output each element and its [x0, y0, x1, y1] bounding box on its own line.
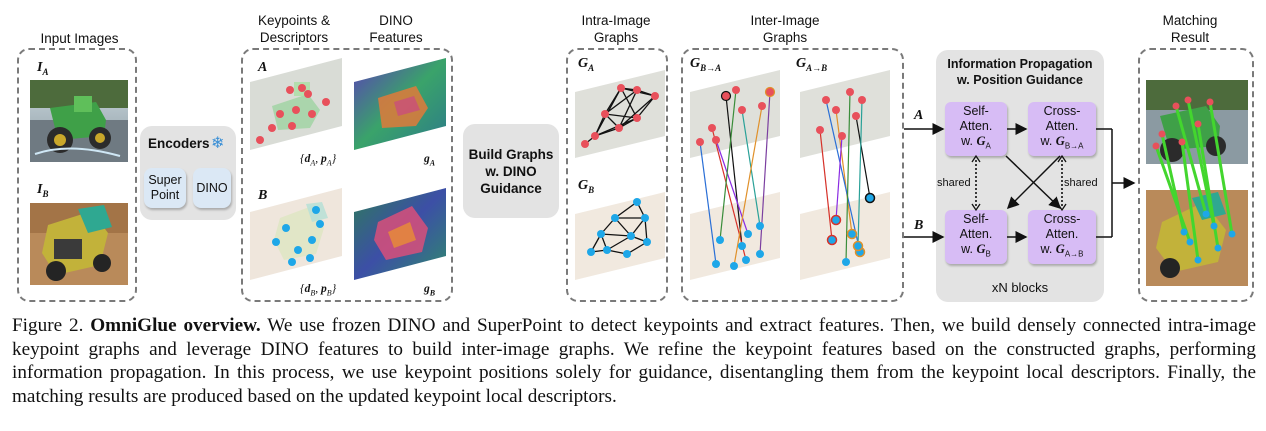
branch-b-label: B [914, 218, 924, 233]
header-keypoints-descriptors: Keypoints & Descriptors [257, 13, 331, 45]
flow-arrows [904, 123, 1136, 243]
caption-prefix: Figure 2. [12, 315, 91, 336]
caption-body: We use frozen DINO and SuperPoint to det… [12, 315, 1257, 407]
header-matching-result: Matching Result [1162, 13, 1218, 45]
cross-attention-a: Cross-Atten.w. GB→A [1028, 102, 1096, 156]
intra-graph-b-label: GB [578, 178, 595, 195]
input-images-group [17, 48, 137, 302]
intra-graph-a-label: GA [578, 56, 595, 73]
inter-graphs-group [681, 48, 904, 302]
superpoint-encoder: Super Point [144, 168, 186, 208]
shared-label-left: shared [937, 177, 971, 189]
input-image-b [30, 203, 128, 285]
intra-graph-b [575, 192, 665, 280]
input-image-a [30, 80, 128, 162]
keypoints-b [272, 206, 324, 266]
inter-graph-b-to-a-label: GB→A [690, 56, 722, 73]
header-dino-features: DINO Features [369, 13, 423, 45]
descriptor-set-b: {dB, pB} [300, 283, 337, 298]
dino-feature-map-a [354, 58, 446, 150]
inter-graph-a-to-b-label: GA→B [796, 56, 828, 73]
matching-result-image [1146, 62, 1248, 286]
header-input-images: Input Images [40, 31, 119, 46]
blocks-label: xN blocks [991, 280, 1049, 295]
kp-a-label: A [258, 60, 268, 75]
build-graphs-panel [463, 124, 559, 218]
encoders-title: Encoders [148, 136, 210, 151]
branch-a-label: A [914, 108, 924, 123]
cross-attention-b: Cross-Atten.w. GA→B [1028, 210, 1096, 264]
intra-graphs-group [566, 48, 668, 302]
image-b-label: IB [37, 182, 49, 199]
build-graphs-label: Build Graphs w. DINO Guidance [468, 147, 554, 196]
figure-caption: Figure 2. OmniGlue overview. We use froz… [12, 314, 1256, 408]
header-inter-image-graphs: Inter-Image Graphs [750, 13, 820, 45]
self-attention-a: Self-Atten.w. GA [945, 102, 1007, 156]
kp-b-label: B [258, 188, 268, 203]
keypoints-image-b [250, 188, 342, 280]
intra-graph-a [575, 70, 665, 158]
keypoints-a [256, 84, 330, 144]
features-group [241, 48, 453, 302]
snowflake-icon: ❄ [211, 135, 225, 152]
dino-feature-map-b [354, 188, 446, 280]
header-intra-image-graphs: Intra-Image Graphs [581, 13, 651, 45]
self-attention-b: Self-Atten.w. GB [945, 210, 1007, 264]
matching-group [1138, 48, 1254, 302]
dino-encoder: DINO [193, 168, 231, 208]
descriptor-set-a: {dA, pA} [300, 153, 337, 168]
inter-graphs [686, 70, 900, 280]
caption-title: OmniGlue overview. [90, 315, 261, 336]
propagation-title: Information Propagation w. Position Guid… [947, 57, 1093, 87]
shared-label-right: shared [1064, 177, 1098, 189]
dino-label-b: gB [424, 283, 436, 298]
dino-label-a: gA [424, 153, 436, 168]
image-a-label: IA [37, 60, 49, 77]
keypoints-image-a [250, 58, 342, 150]
